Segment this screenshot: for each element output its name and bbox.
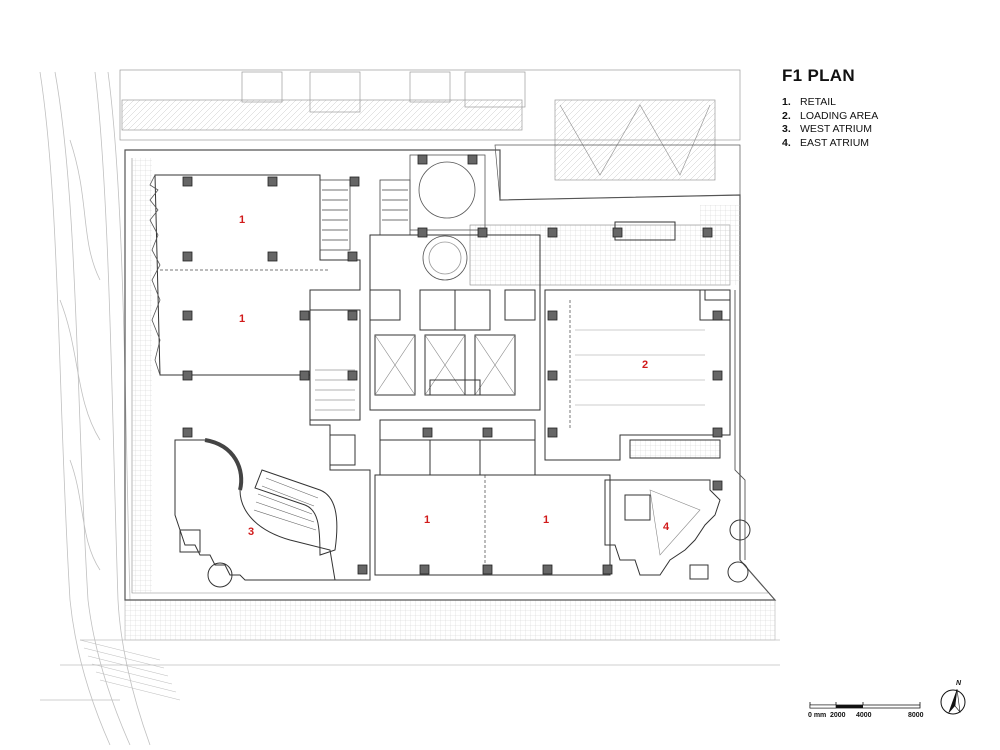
east-wall [734,290,746,560]
plan-legend: F1 PLAN 1. RETAIL 2. LOADING AREA 3. WEST A… [782,66,878,150]
columns [182,154,723,575]
legend-item: 3. WEST ATRIUM [782,123,878,137]
north-arrow-label: N [956,680,962,687]
room-label-loading-area: 2 [642,359,649,371]
scale-bar-graphic [809,702,921,709]
scale-label: 8000 [908,712,924,719]
legend-item: 2. LOADING AREA [782,110,878,124]
room-label-east-atrium: 4 [663,521,670,533]
legend-item-number: 4. [782,136,791,149]
legend-item-number: 2. [782,109,791,122]
room-label-west-atrium: 3 [248,526,255,538]
central-core [369,234,541,411]
west-mid-area [160,309,371,581]
courtyard-paving [469,224,731,286]
west-escalator [253,469,338,556]
scale-bar: 0 mm 2000 4000 8000 [808,690,938,730]
legend-item: 4. EAST ATRIUM [782,137,878,151]
legend-item-number: 1. [782,96,791,108]
north-arrow: N [938,680,972,720]
scale-label: 4000 [856,712,872,719]
legend-item-label: LOADING AREA [800,109,879,122]
crosswalk [79,639,181,701]
south-sidewalk [124,599,776,641]
east-atrium-area [604,479,751,583]
site-boundary [124,149,777,601]
room-label-retail-south-west: 1 [424,514,431,526]
north-adjacent-structure [119,69,741,201]
west-atrium-area [174,438,338,588]
legend-item-label: EAST ATRIUM [800,136,870,149]
room-label-retail-nw-lower: 1 [239,313,246,325]
legend-item: 1. RETAIL [782,96,878,110]
scale-label: 0 mm [808,712,827,719]
scale-label: 2000 [830,712,846,719]
retail-nw-block [149,174,361,376]
legend-item-label: RETAIL [800,96,836,108]
legend-list: 1. RETAIL 2. LOADING AREA 3. WEST ATRIUM 4.… [782,96,878,150]
legend-item-number: 3. [782,123,791,135]
north-arrow-icon [940,688,966,715]
west-sidewalk-grid [132,158,152,593]
legend-title: F1 PLAN [782,66,855,85]
east-paving [700,205,740,285]
stair-core-north [319,179,411,251]
legend-item-label: WEST ATRIUM [800,123,872,135]
room-label-retail-south-east: 1 [543,514,550,526]
south-retail-block [374,419,611,576]
loading-area-block [544,221,731,461]
room-label-retail-nw-upper: 1 [239,214,246,226]
south-road-edge [40,639,780,701]
road-curves [39,71,151,746]
north-rotunda [409,154,486,281]
